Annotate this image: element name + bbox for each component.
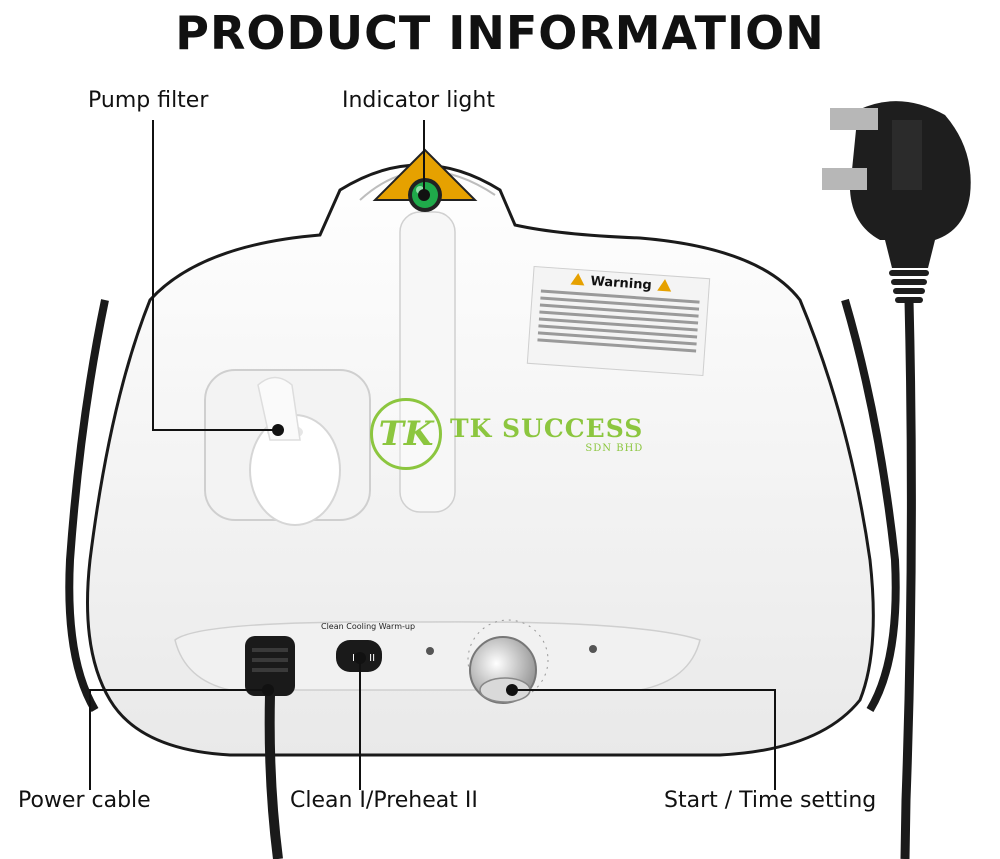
label-indicator-light: Indicator light (342, 88, 495, 113)
power-cable-dot (262, 684, 274, 696)
warning-triangle-icon (657, 278, 673, 292)
warning-triangle-icon (570, 272, 586, 286)
watermark: TK TK SUCCESS SDN BHD (370, 398, 643, 470)
watermark-logo: TK (370, 398, 442, 470)
switch-caption: Clean Cooling Warm-up (321, 622, 416, 631)
switch-dot (354, 652, 366, 664)
power-cable-leader (89, 689, 268, 790)
pump-filter-pocket (204, 369, 371, 526)
uk-plug (822, 101, 971, 859)
watermark-subtitle: SDN BHD (585, 443, 644, 454)
watermark-name: TK SUCCESS (450, 414, 644, 443)
pump-filter-leader (152, 120, 278, 431)
label-pump-filter: Pump filter (88, 88, 209, 113)
page-title: PRODUCT INFORMATION (175, 6, 825, 60)
warning-sticker: Warning (526, 265, 711, 377)
device-power-cable (245, 636, 295, 859)
time-knob (467, 619, 549, 704)
pump-filter-dot (272, 424, 284, 436)
knob-leader (512, 689, 776, 790)
label-clean-preheat: Clean I/Preheat II (290, 788, 478, 813)
indicator-dot (418, 189, 430, 201)
label-power-cable: Power cable (18, 788, 151, 813)
knob-dot (506, 684, 518, 696)
label-start-time-setting: Start / Time setting (664, 788, 877, 813)
